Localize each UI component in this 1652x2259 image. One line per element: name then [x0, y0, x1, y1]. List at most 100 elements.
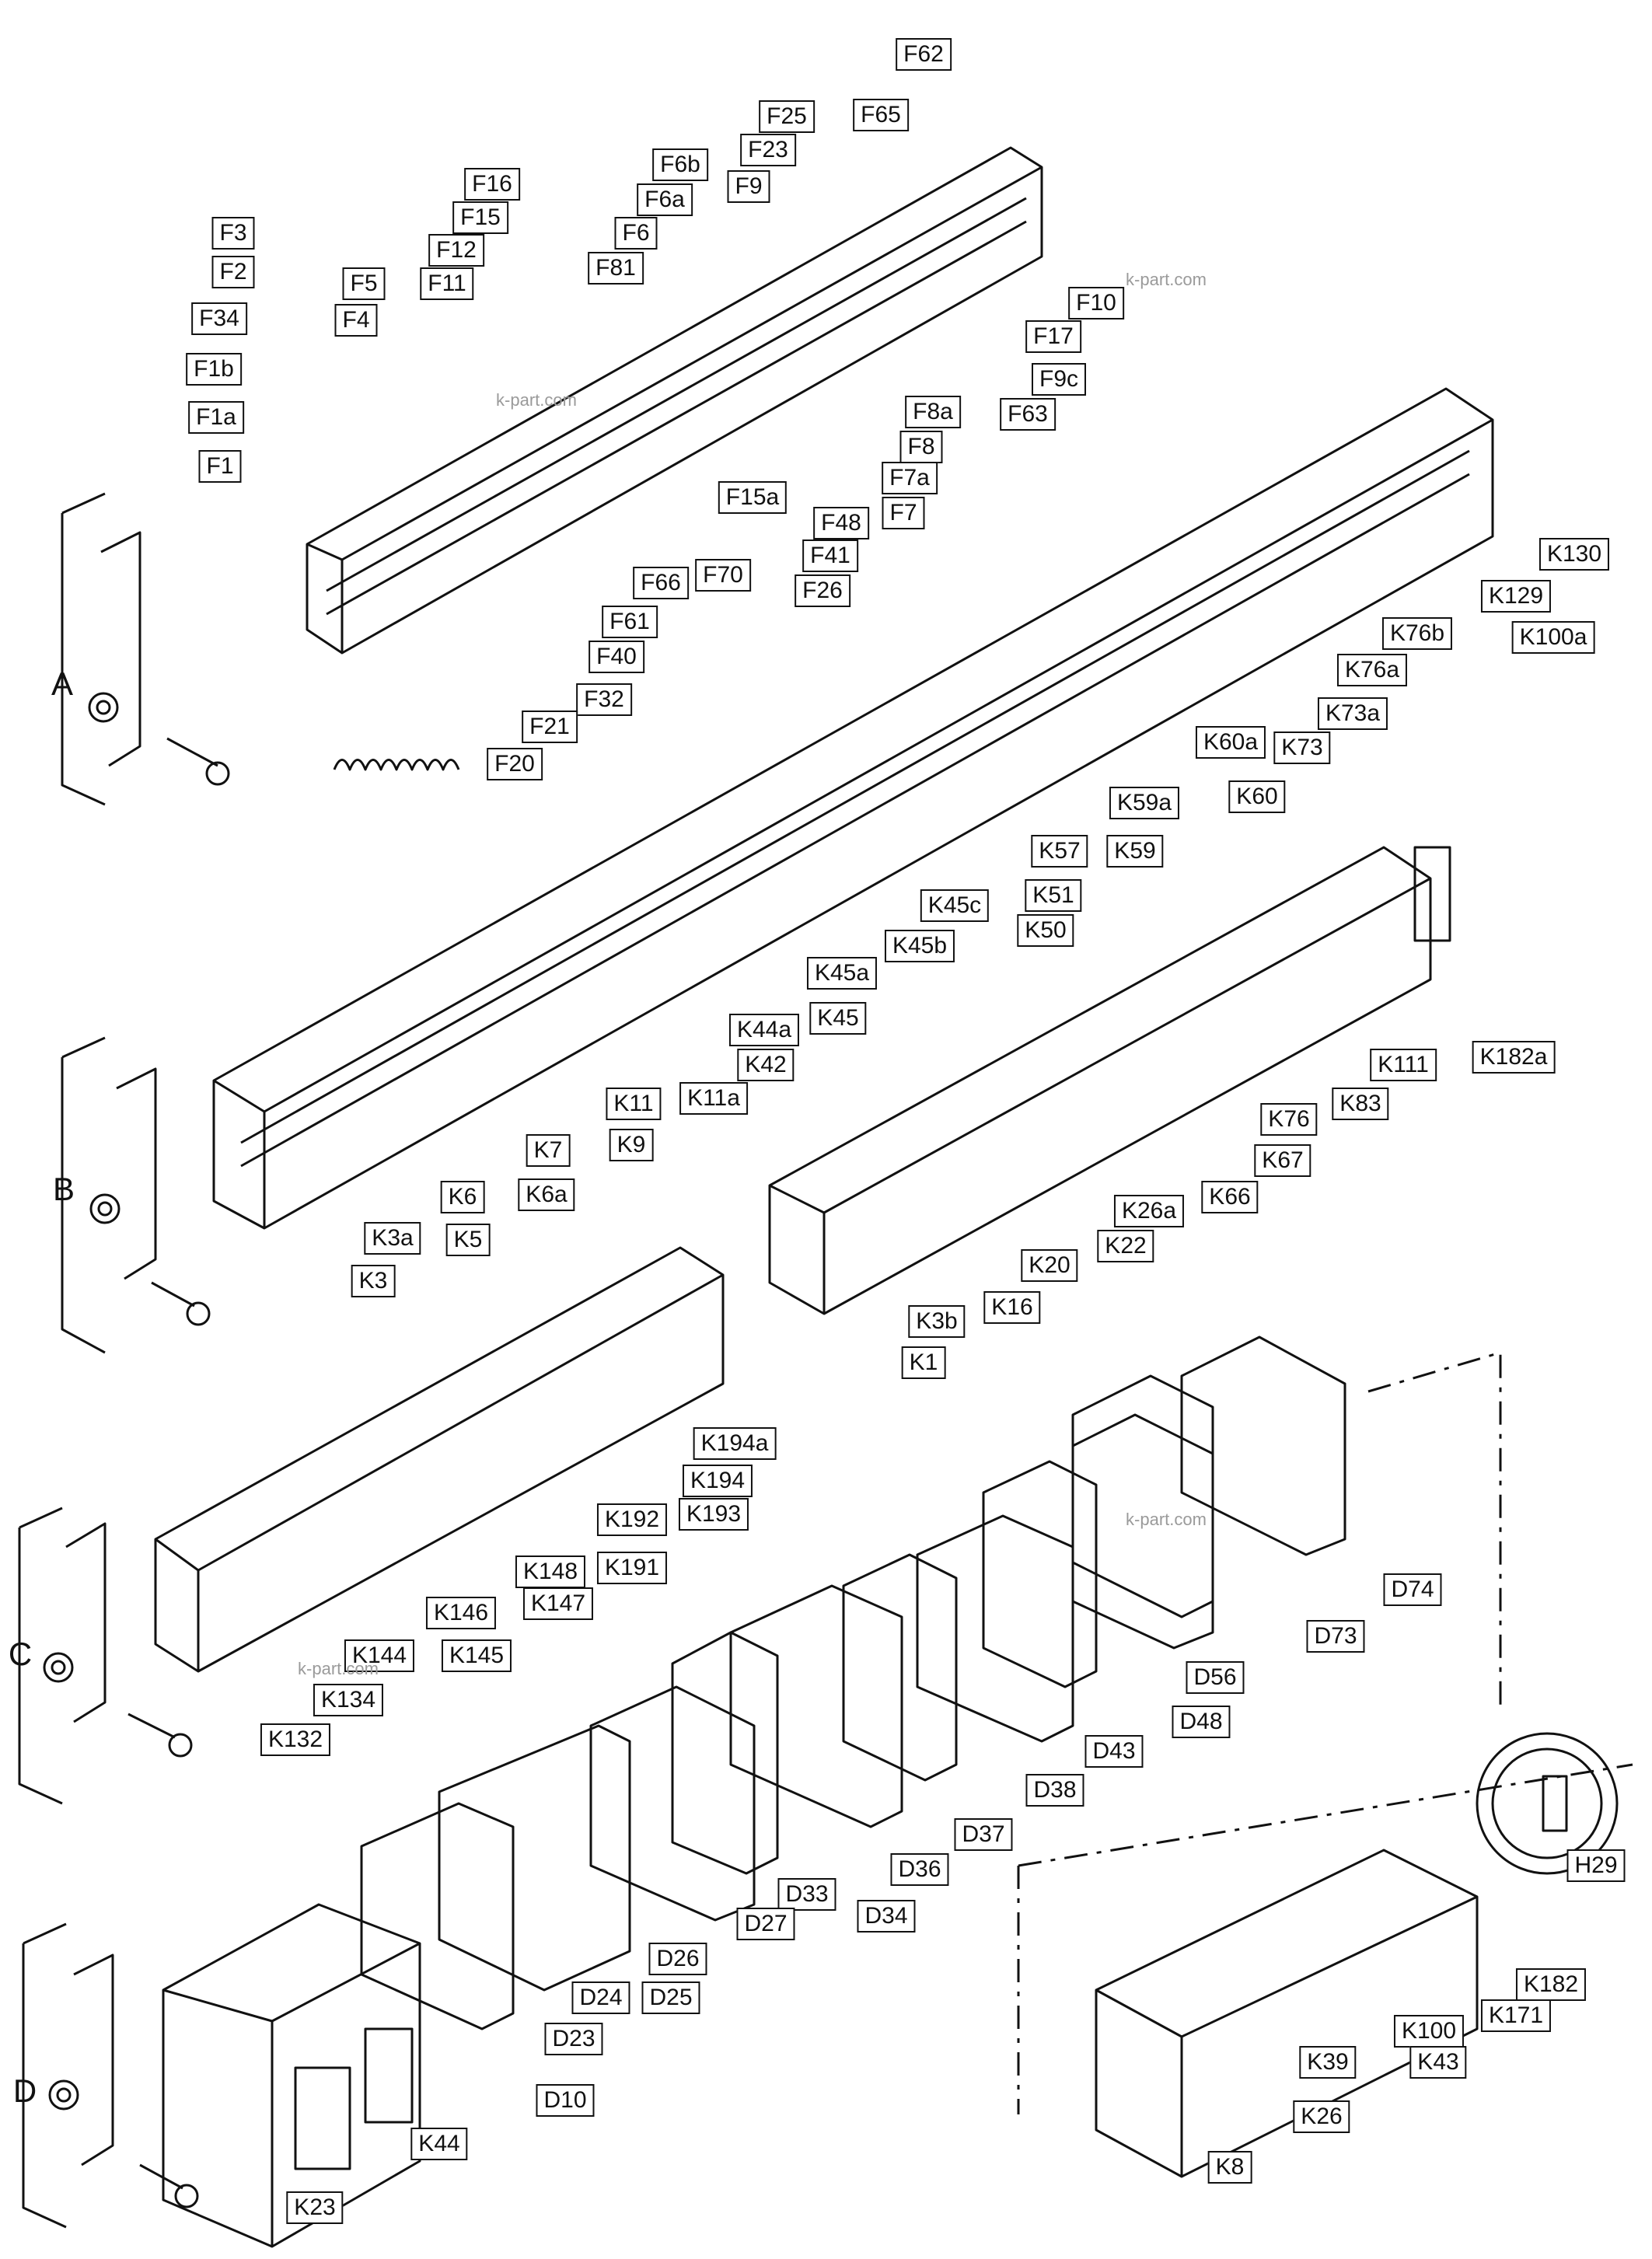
callout-f17: F17 — [1025, 320, 1081, 353]
callout-k43: K43 — [1409, 2046, 1467, 2079]
callout-k100: K100 — [1393, 2015, 1465, 2048]
callout-f8a: F8a — [905, 396, 961, 428]
bracket-a — [61, 492, 230, 806]
callout-k73a: K73a — [1317, 697, 1388, 730]
callout-f15a: F15a — [718, 481, 788, 514]
callout-f2: F2 — [211, 256, 255, 288]
group-letter-d: D — [12, 2072, 37, 2109]
watermark: k-part.com — [1126, 1510, 1207, 1529]
callout-k73: K73 — [1273, 731, 1331, 764]
callout-k51: K51 — [1025, 879, 1082, 912]
callout-d24: D24 — [571, 1981, 630, 2014]
callout-k192: K192 — [596, 1503, 668, 1536]
callout-d27: D27 — [736, 1908, 795, 1940]
callout-k16: K16 — [983, 1291, 1041, 1324]
callout-k11a: K11a — [679, 1082, 748, 1115]
callout-k191: K191 — [596, 1552, 668, 1584]
callout-f10: F10 — [1068, 287, 1124, 319]
callout-f15: F15 — [452, 201, 508, 234]
callout-k60a: K60a — [1195, 726, 1266, 759]
callout-k22: K22 — [1097, 1230, 1154, 1262]
callout-f26: F26 — [795, 574, 850, 607]
right-modules — [1095, 1849, 1479, 2178]
fuse-strip — [306, 146, 1043, 655]
callout-f25: F25 — [759, 100, 815, 133]
callout-f40: F40 — [589, 641, 644, 673]
callout-k3a: K3a — [364, 1222, 421, 1255]
callout-f21: F21 — [522, 711, 578, 743]
callout-k67: K67 — [1254, 1144, 1311, 1177]
callout-d56: D56 — [1186, 1661, 1245, 1694]
callout-k100a: K100a — [1511, 621, 1595, 654]
callout-f7: F7 — [882, 497, 925, 529]
callout-k182a: K182a — [1472, 1041, 1556, 1074]
callout-k147: K147 — [522, 1587, 594, 1620]
callout-k60: K60 — [1228, 780, 1286, 813]
watermark: k-part.com — [298, 1659, 379, 1678]
callout-f1a: F1a — [188, 401, 244, 434]
callout-f9c: F9c — [1031, 363, 1087, 396]
callout-f7a: F7a — [882, 462, 938, 494]
callout-k6a: K6a — [518, 1178, 575, 1211]
callout-d37: D37 — [954, 1818, 1013, 1851]
callout-d74: D74 — [1383, 1573, 1442, 1606]
callout-d34: D34 — [857, 1900, 916, 1933]
callout-k76: K76 — [1260, 1103, 1318, 1136]
callout-k45c: K45c — [920, 889, 990, 922]
callout-d26: D26 — [648, 1943, 707, 1975]
callout-f23: F23 — [740, 134, 796, 166]
callout-k194a: K194a — [693, 1427, 777, 1460]
callout-k182: K182 — [1515, 1968, 1587, 2001]
callout-d38: D38 — [1025, 1774, 1084, 1807]
callout-f63: F63 — [1000, 398, 1056, 431]
callout-k146: K146 — [425, 1597, 497, 1629]
callout-k76b: K76b — [1381, 617, 1453, 650]
callout-k59a: K59a — [1109, 787, 1180, 819]
callout-f70: F70 — [695, 559, 751, 592]
callout-k76a: K76a — [1336, 654, 1408, 686]
callout-k3: K3 — [351, 1265, 396, 1297]
callout-k1: K1 — [901, 1346, 946, 1379]
callout-f12: F12 — [428, 234, 484, 267]
callout-k9: K9 — [609, 1129, 654, 1161]
callout-k194: K194 — [682, 1465, 753, 1497]
contactor-pair — [162, 1903, 421, 2248]
relay-strip-c — [154, 1246, 725, 1673]
callout-f32: F32 — [576, 683, 632, 716]
callout-k193: K193 — [678, 1498, 749, 1531]
callout-k8: K8 — [1207, 2151, 1252, 2184]
callout-f11: F11 — [420, 267, 474, 300]
callout-h29: H29 — [1566, 1849, 1626, 1882]
callout-k3b: K3b — [908, 1305, 966, 1338]
callout-d48: D48 — [1172, 1706, 1231, 1738]
callout-k148: K148 — [515, 1555, 586, 1588]
callout-k134: K134 — [313, 1684, 384, 1716]
callout-f81: F81 — [588, 252, 644, 285]
callout-f34: F34 — [191, 302, 247, 335]
callout-k26a: K26a — [1113, 1195, 1185, 1227]
callout-f41: F41 — [802, 539, 858, 572]
group-letter-a: A — [51, 665, 74, 702]
callout-k11: K11 — [606, 1088, 662, 1120]
watermark: k-part.com — [496, 390, 577, 410]
relay-strip-k-right — [768, 846, 1451, 1315]
callout-f9: F9 — [727, 170, 770, 203]
callout-k57: K57 — [1031, 835, 1088, 868]
group-letter-c: C — [8, 1636, 33, 1672]
callout-d25: D25 — [641, 1981, 700, 2014]
callout-k50: K50 — [1017, 914, 1074, 947]
callout-k132: K132 — [260, 1723, 331, 1756]
callout-k130: K130 — [1538, 538, 1610, 571]
callout-k23: K23 — [286, 2191, 344, 2224]
callout-k45: K45 — [809, 1002, 867, 1035]
callout-k129: K129 — [1480, 580, 1552, 613]
callout-f66: F66 — [633, 567, 689, 599]
callout-f16: F16 — [464, 168, 520, 201]
bracket-b — [61, 1036, 211, 1354]
callout-d73: D73 — [1306, 1620, 1365, 1653]
callout-f65: F65 — [853, 99, 909, 131]
callout-f1b: F1b — [186, 353, 242, 386]
d-modules — [360, 1335, 1346, 2030]
